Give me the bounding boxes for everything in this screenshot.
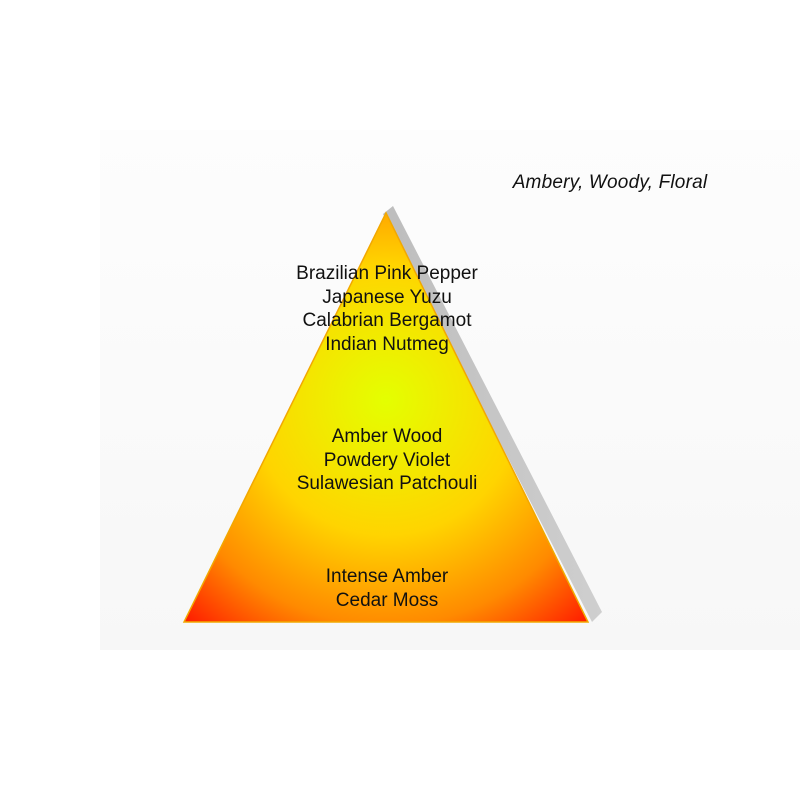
note-item: Indian Nutmeg bbox=[325, 333, 449, 355]
base-notes: Intense Amber Cedar Moss bbox=[237, 565, 537, 612]
middle-notes: Amber Wood Powdery Violet Sulawesian Pat… bbox=[237, 425, 537, 496]
fragrance-family-label: Ambery, Woody, Floral bbox=[512, 172, 708, 193]
note-item: Sulawesian Patchouli bbox=[296, 473, 478, 494]
note-item: Japanese Yuzu bbox=[322, 286, 452, 308]
pyramid-triangle bbox=[182, 211, 590, 623]
top-notes: Brazilian Pink Pepper Japanese Yuzu Cala… bbox=[237, 262, 537, 356]
note-item: Calabrian Bergamot bbox=[302, 310, 472, 331]
note-item: Brazilian Pink Pepper bbox=[296, 263, 478, 284]
pyramid-shadow bbox=[383, 206, 602, 622]
note-item: Cedar Moss bbox=[335, 589, 439, 611]
note-item: Amber Wood bbox=[331, 426, 443, 447]
note-item: Intense Amber bbox=[325, 566, 449, 587]
note-item: Powdery Violet bbox=[323, 449, 451, 471]
